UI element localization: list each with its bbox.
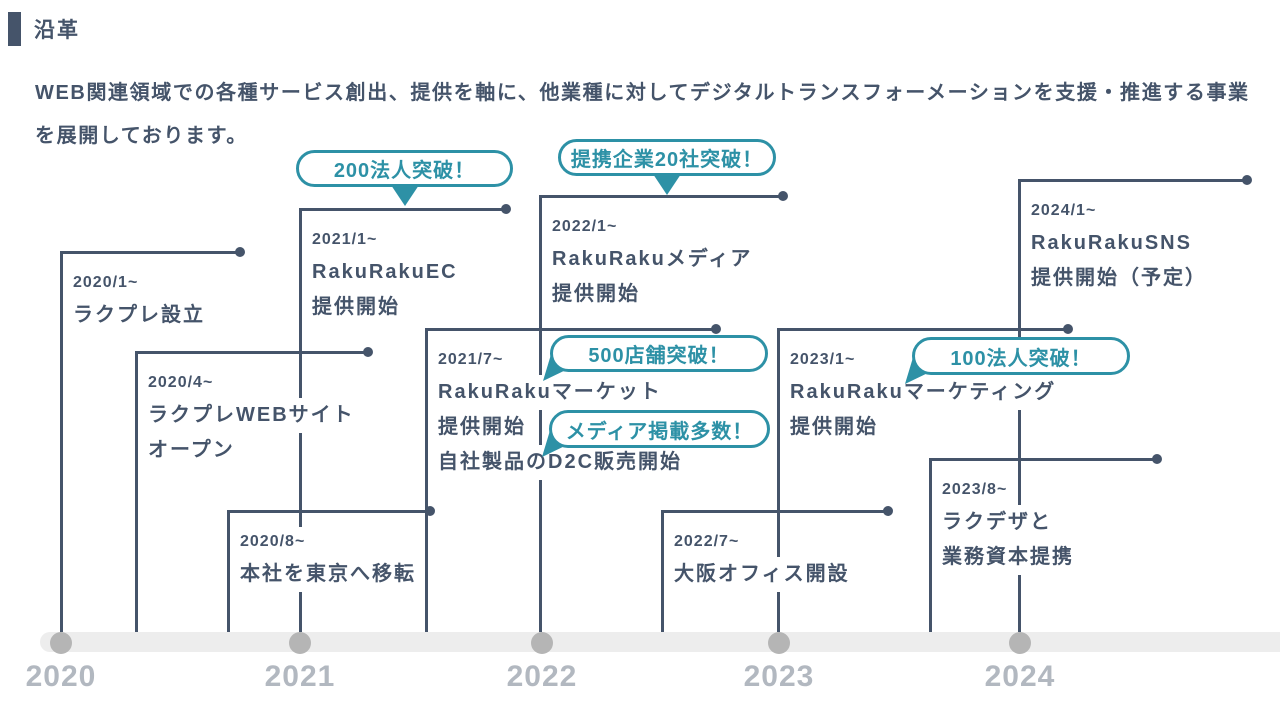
connector-hline-2024-1	[1018, 179, 1248, 182]
milestone-2023-8: 2023/8~ ラクデザと 業務資本提携	[938, 475, 1082, 575]
timeline-tick-2022	[531, 632, 553, 654]
milestone-date: 2021/7~	[434, 345, 510, 375]
milestone-title: RakuRakuSNS	[1027, 226, 1200, 261]
milestone-title: 提供開始	[786, 410, 886, 445]
connector-dot-2021-1	[501, 204, 511, 214]
badge-label: 500店舗突破！	[550, 335, 768, 372]
connector-hline-2022-1	[539, 195, 784, 198]
timeline-tick-2020	[50, 632, 72, 654]
connector-dot-2020-8	[425, 506, 435, 516]
connector-hline-2023-8	[929, 458, 1158, 461]
milestone-title: オープン	[144, 433, 243, 468]
milestone-date: 2020/4~	[144, 368, 220, 398]
milestone-date: 2024/1~	[1027, 196, 1103, 226]
milestone-title: RakuRakuEC	[308, 255, 466, 290]
connector-vline-2021-7	[425, 328, 428, 643]
milestone-2023-1: 2023/1~ RakuRakuマーケティング 提供開始	[786, 345, 1065, 445]
intro-line-2: を展開しております。	[35, 125, 248, 147]
badge-label: 100法人突破！	[912, 337, 1130, 375]
milestone-2020-8: 2020/8~ 本社を東京へ移転	[236, 527, 424, 592]
connector-hline-2022-7	[661, 510, 889, 513]
milestone-2024-1: 2024/1~ RakuRakuSNS 提供開始（予定）	[1027, 196, 1215, 296]
milestone-title: 提供開始（予定）	[1027, 261, 1215, 296]
connector-dot-2020-4	[363, 347, 373, 357]
milestone-title: RakuRakuマーケット	[434, 375, 670, 410]
milestone-title: 自社製品のD2C販売開始	[434, 445, 691, 480]
connector-dot-2020-1	[235, 247, 245, 257]
milestone-2021-7: 2021/7~ RakuRakuマーケット 提供開始 自社製品のD2C販売開始	[434, 345, 691, 480]
year-label-2021: 2021	[264, 660, 336, 693]
milestone-date: 2023/1~	[786, 345, 862, 375]
connector-vline-2022-7	[661, 510, 664, 643]
intro-text: WEB関連領域での各種サービス創出、提供を軸に、他業種に対してデジタルトランスフ…	[35, 72, 1265, 158]
connector-hline-2020-8	[227, 510, 431, 513]
connector-vline-2020-1	[60, 251, 63, 643]
connector-dot-2022-1	[778, 191, 788, 201]
connector-hline-2020-4	[135, 351, 369, 354]
milestone-date: 2021/1~	[308, 225, 384, 255]
connector-vline-2020-4	[135, 351, 138, 643]
milestone-2020-4: 2020/4~ ラクプレWEBサイト オープン	[144, 368, 363, 468]
year-label-2024: 2024	[984, 660, 1056, 693]
milestone-title: 提供開始	[308, 290, 408, 325]
milestone-title: ラクプレWEBサイト	[144, 398, 363, 433]
milestone-title: RakuRakuマーケティング	[786, 375, 1065, 410]
connector-dot-2021-7	[711, 324, 721, 334]
connector-hline-2020-1	[60, 251, 241, 254]
timeline-tick-2021	[289, 632, 311, 654]
badge-label: 200法人突破！	[296, 150, 513, 187]
year-label-2020: 2020	[25, 660, 97, 693]
milestone-date: 2020/8~	[236, 527, 312, 557]
connector-vline-2024-1	[1018, 179, 1021, 643]
page-title: 沿革	[34, 19, 80, 42]
timeline-tick-2023	[768, 632, 790, 654]
year-label-2022: 2022	[506, 660, 578, 693]
connector-dot-2024-1	[1242, 175, 1252, 185]
connector-hline-2023-1	[777, 328, 1069, 331]
milestone-title: RakuRakuメディア	[548, 242, 761, 277]
connector-hline-2021-7	[425, 328, 717, 331]
badge-500-stores: 500店舗突破！	[543, 335, 768, 381]
header: 沿革	[8, 12, 80, 46]
connector-dot-2022-7	[883, 506, 893, 516]
badge-20-partner-companies: 提携企業20社突破！	[558, 139, 776, 195]
badge-label: 提携企業20社突破！	[558, 139, 776, 176]
milestone-date: 2023/8~	[938, 475, 1014, 505]
connector-dot-2023-1	[1063, 324, 1073, 334]
connector-vline-2020-8	[227, 510, 230, 643]
timeline-track	[40, 632, 1280, 652]
milestone-title: 提供開始	[548, 277, 648, 312]
milestone-date: 2020/1~	[69, 268, 145, 298]
milestone-title: 大阪オフィス開設	[670, 557, 858, 592]
connector-dot-2023-8	[1152, 454, 1162, 464]
milestone-title: ラクプレ設立	[69, 298, 213, 333]
badge-200-corporations: 200法人突破！	[296, 150, 513, 206]
connector-vline-2023-8	[929, 458, 932, 643]
milestone-2021-1: 2021/1~ RakuRakuEC 提供開始	[308, 225, 466, 325]
intro-line-1: WEB関連領域での各種サービス創出、提供を軸に、他業種に対してデジタルトランスフ…	[35, 82, 1250, 104]
milestone-title: 本社を東京へ移転	[236, 557, 424, 592]
milestone-title: 提供開始	[434, 410, 534, 445]
badge-tail-down-icon	[390, 185, 419, 206]
connector-vline-2022-1	[539, 195, 542, 643]
header-accent-bar	[8, 12, 21, 46]
year-label-2023: 2023	[743, 660, 815, 693]
milestone-title: ラクデザと	[938, 505, 1060, 540]
connector-vline-2023-1	[777, 328, 780, 643]
milestone-date: 2022/7~	[670, 527, 746, 557]
milestone-date: 2022/1~	[548, 212, 624, 242]
connector-hline-2021-1	[299, 208, 507, 211]
badge-100-corporations: 100法人突破！	[905, 337, 1130, 384]
badge-label: メディア掲載多数！	[549, 410, 770, 448]
badge-media-coverage: メディア掲載多数！	[542, 410, 770, 457]
milestone-2022-1: 2022/1~ RakuRakuメディア 提供開始	[548, 212, 761, 312]
badge-tail-down-icon	[653, 174, 681, 195]
timeline-tick-2024	[1009, 632, 1031, 654]
milestone-2020-1: 2020/1~ ラクプレ設立	[69, 268, 213, 333]
milestone-title: 業務資本提携	[938, 540, 1082, 575]
milestone-2022-7: 2022/7~ 大阪オフィス開設	[670, 527, 858, 592]
